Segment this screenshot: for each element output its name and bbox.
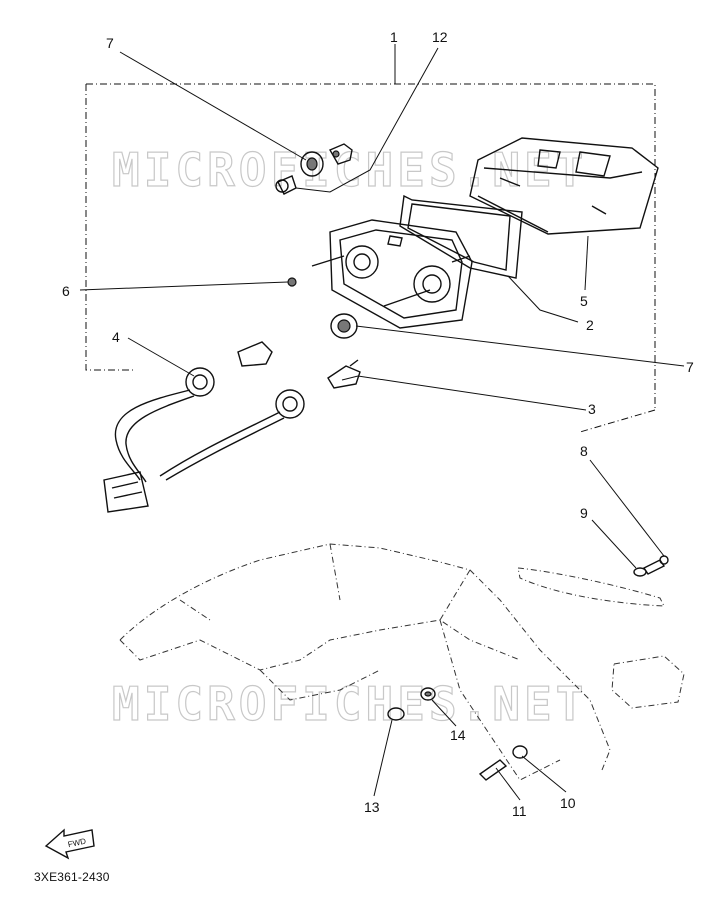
bulb-part-3: [237, 341, 361, 389]
watermark-bottom: MICROFICHES.NET: [112, 677, 587, 731]
washer-part-14: [420, 687, 436, 701]
washer-part-9: [633, 567, 647, 577]
callout-3: 3: [588, 401, 596, 417]
callout-2: 2: [586, 317, 594, 333]
callout-labels: 1 12 7 6 5 2 4 7 3 8 9 14 13 11 10: [62, 29, 694, 819]
callout-14: 14: [450, 727, 466, 743]
bolt-part-11: [478, 759, 508, 781]
socket-harness-part-4: [103, 367, 305, 513]
callout-8: 8: [580, 443, 588, 459]
callout-4: 4: [112, 329, 120, 345]
assembly-boundary: [85, 83, 656, 433]
leader-lines: [79, 44, 685, 801]
callout-6: 6: [62, 283, 70, 299]
front-direction-label: FWD: [67, 837, 87, 850]
screw-part-8: [642, 555, 669, 575]
rear-fender: [119, 543, 685, 781]
callout-10: 10: [560, 795, 576, 811]
gasket-part-2: [399, 194, 523, 279]
drawing-code: 3XE361-2430: [34, 870, 110, 884]
cap-part-12: [329, 143, 353, 165]
callout-9: 9: [580, 505, 588, 521]
callout-11: 11: [512, 803, 527, 819]
washer-part-10: [512, 745, 528, 759]
callout-5: 5: [580, 293, 588, 309]
callout-12: 12: [432, 29, 448, 45]
nut-part-6: [287, 277, 297, 287]
lens-part-5: [469, 137, 659, 235]
grommet-part-7-upper: [275, 151, 324, 195]
callout-1: 1: [390, 29, 398, 45]
grommet-part-7-lower: [330, 313, 358, 339]
callout-7-lower: 7: [686, 359, 694, 375]
front-direction-icon: FWD: [44, 828, 95, 860]
nut-part-13: [387, 707, 405, 721]
callout-7-upper: 7: [106, 35, 114, 51]
lamp-housing: [311, 219, 473, 329]
callout-13: 13: [364, 799, 380, 815]
